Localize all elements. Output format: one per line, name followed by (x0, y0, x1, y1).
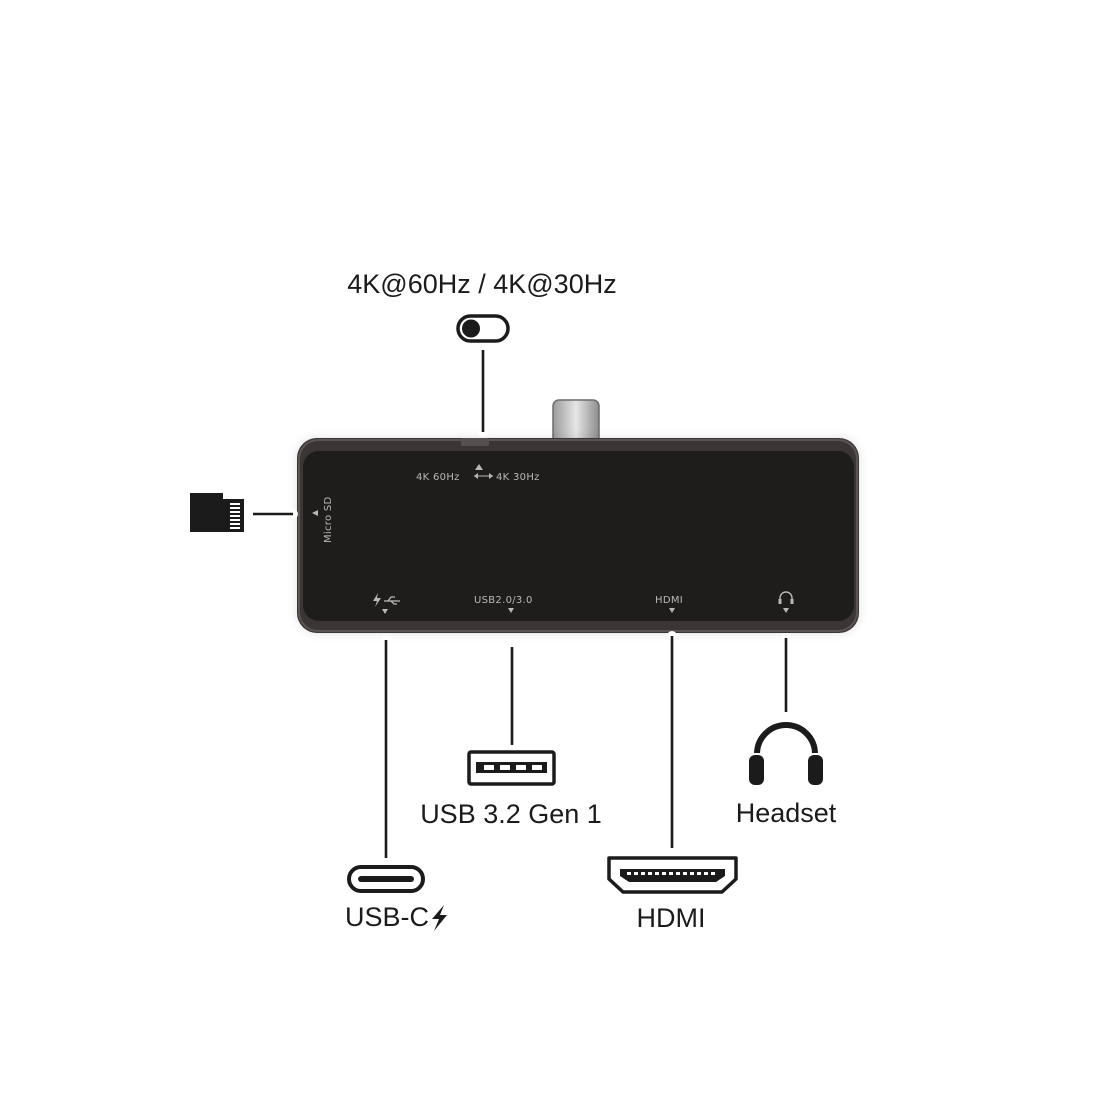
usb-trident-icon (384, 596, 400, 605)
switch-slider (461, 438, 489, 446)
lightning-bolt-icon (430, 903, 449, 933)
switch-print: 4K 60Hz 4K 30Hz (416, 464, 540, 483)
svg-text:Headset: Headset (736, 798, 837, 828)
usb-a-port-print: USB2.0/3.0 (474, 595, 533, 613)
toggle-switch-icon (452, 310, 514, 347)
svg-text:USB-C: USB-C (345, 902, 429, 932)
usb-a-label: USB 3.2 Gen 1 (420, 799, 602, 829)
hdmi-port-icon (604, 853, 741, 897)
microsd-print: Micro SD (312, 496, 334, 543)
usb-c-callout: USB-C USB-C (341, 861, 449, 936)
headset-callout: Headset Headset (732, 718, 841, 832)
usb-c-port-icon (343, 861, 429, 897)
svg-text:USB 3.2 Gen 1: USB 3.2 Gen 1 (420, 799, 602, 829)
usb-a-callout: USB 3.2 Gen 1 USB 3.2 Gen 1 (416, 746, 606, 833)
hdmi-port-print: HDMI (655, 595, 683, 613)
leader-lines (248, 345, 791, 863)
headphones-icon (747, 718, 825, 787)
switch-left-text: 4K 60Hz (416, 472, 460, 483)
headset-port-print (778, 591, 794, 613)
usb-c-hub-device: 4K 60Hz 4K 30Hz Micro SD USB2.0/3.0 (297, 399, 859, 633)
microsd-print-text: Micro SD (323, 496, 334, 543)
svg-text:HDMI: HDMI (637, 903, 706, 933)
lightning-bolt-icon (373, 593, 381, 607)
hdmi-port-print-text: HDMI (655, 595, 683, 606)
microsd-card-icon (187, 490, 247, 535)
svg-text:4K@60Hz / 4K@30Hz: 4K@60Hz / 4K@30Hz (347, 269, 616, 299)
resolution-switch-callout: 4K@60Hz / 4K@30Hz 4K@60Hz / 4K@30Hz (343, 265, 621, 347)
switch-right-text: 4K 30Hz (496, 472, 540, 483)
usb-port-print-text: USB2.0/3.0 (474, 595, 533, 606)
hdmi-callout: HDMI HDMI (604, 853, 741, 937)
microsd-callout (187, 490, 247, 535)
usb-c-port-print (373, 593, 400, 614)
usb-c-label: USB-C (345, 902, 429, 932)
usb-a-port-icon (463, 746, 560, 790)
resolution-switch-label: 4K@60Hz / 4K@30Hz (347, 269, 616, 299)
headphones-print-icon (779, 591, 793, 603)
headset-label: Headset (736, 798, 837, 828)
device-panel (303, 451, 854, 621)
hdmi-label: HDMI (637, 903, 706, 933)
microsd-contacts (230, 503, 240, 529)
